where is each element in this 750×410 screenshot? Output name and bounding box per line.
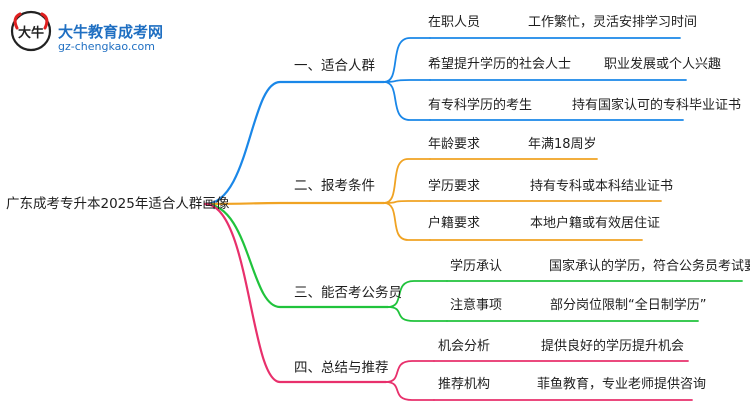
branch-connector [203, 202, 388, 384]
branch-connector [203, 201, 386, 206]
item-detail: 职业发展或个人兴趣 [604, 57, 722, 72]
branch-3-label: 三、能否考公务员 [294, 285, 402, 301]
item-detail: 持有国家认可的专科毕业证书 [572, 98, 742, 113]
item-detail: 年满18周岁 [528, 137, 597, 152]
item-label: 户籍要求 [428, 216, 481, 231]
site-logo[interactable]: 大牛 大牛教育成考网 gz-chengkao.com [8, 8, 168, 54]
item-connector [383, 158, 431, 204]
logo-url: gz-chengkao.com [58, 40, 155, 53]
item-connector [383, 79, 431, 83]
branch-4-label: 四、总结与推荐 [294, 360, 389, 376]
item-detail: 本地户籍或有效居住证 [530, 216, 661, 231]
item-connector [387, 306, 448, 322]
item-detail: 提供良好的学历提升机会 [541, 339, 685, 354]
root-node: 广东成考专升本2025年适合人群画像 [6, 196, 230, 212]
item-label: 有专科学历的考生 [428, 98, 533, 113]
item-detail: 国家承认的学历，符合公务员考试要求 [549, 259, 750, 274]
logo-title: 大牛教育成考网 [58, 23, 164, 41]
item-label: 学历承认 [450, 259, 503, 274]
item-connector [385, 381, 435, 401]
item-detail: 部分岗位限制“全日制学历” [550, 298, 707, 313]
branch-connector [203, 80, 386, 206]
item-connector [383, 202, 431, 241]
item-connector [383, 37, 431, 83]
item-connector [383, 200, 431, 204]
branch-connector [203, 202, 390, 309]
item-label: 推荐机构 [438, 377, 491, 392]
logo-mark-text: 大牛 [18, 25, 44, 41]
item-connector [383, 81, 431, 121]
branch-2-label: 二、报考条件 [294, 178, 375, 194]
item-label: 年龄要求 [428, 137, 481, 152]
item-detail: 菲鱼教育，专业老师提供咨询 [537, 377, 707, 392]
item-connector [387, 280, 448, 308]
item-detail: 工作繁忙，灵活安排学习时间 [528, 15, 698, 30]
item-label: 希望提升学历的社会人士 [428, 57, 572, 72]
item-connector [385, 360, 435, 383]
item-label: 学历要求 [428, 179, 481, 194]
item-label: 在职人员 [428, 15, 481, 30]
item-label: 注意事项 [450, 298, 503, 313]
item-label: 机会分析 [438, 339, 491, 354]
bull-logo-icon: 大牛 [10, 10, 52, 52]
item-detail: 持有专科或本科结业证书 [530, 179, 674, 194]
branch-1-label: 一、适合人群 [294, 58, 375, 74]
